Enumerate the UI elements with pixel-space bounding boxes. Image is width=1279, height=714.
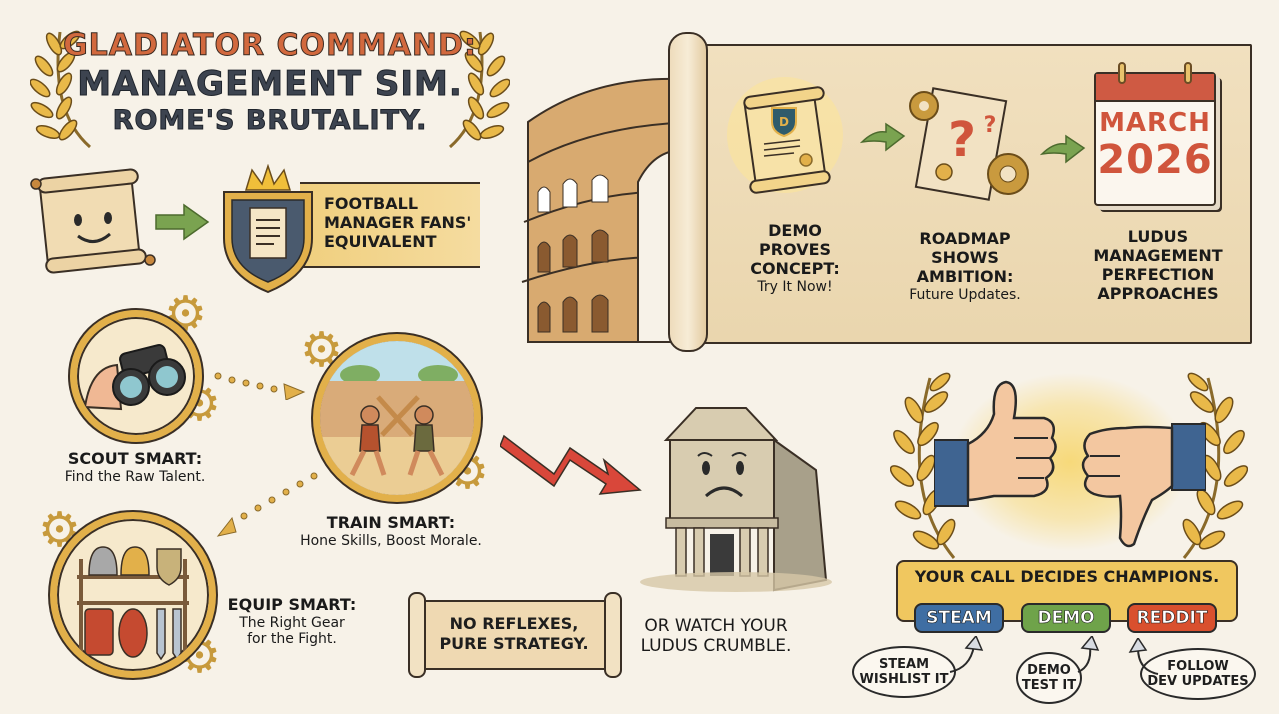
step-heading: LUDUS MANAGEMENT PERFECTION APPROACHES <box>1093 227 1223 303</box>
curved-arrow-icon <box>1074 634 1104 680</box>
calendar-month: MARCH <box>1099 108 1211 138</box>
banner-text-line-1: FOOTBALL <box>324 194 419 213</box>
note-line-1: DEMO <box>1027 663 1071 678</box>
strategy-line-1: NO REFLEXES, <box>449 614 579 633</box>
note-line-1: STEAM <box>878 657 930 672</box>
caption-heading: EQUIP SMART: <box>227 595 357 614</box>
laurel-right-icon <box>440 22 511 156</box>
crowned-shield-icon <box>218 163 318 300</box>
demo-note-bubble: DEMO TEST IT <box>1016 652 1082 704</box>
roadmap-step-ludus: LUDUS MANAGEMENT PERFECTION APPROACHES <box>1088 227 1228 304</box>
scroll-end-right <box>604 592 622 678</box>
dotted-arrow-icon <box>212 470 322 554</box>
title-line-3: ROME'S BRUTALITY. <box>112 105 428 137</box>
svg-text:?: ? <box>984 113 997 138</box>
svg-text:?: ? <box>948 112 976 168</box>
roadmap-step-demo: DEMO PROVES CONCEPT: Try It Now! <box>740 221 850 295</box>
note-line-1: FOLLOW <box>1167 659 1229 674</box>
caption-heading: TRAIN SMART: <box>326 513 456 532</box>
dotted-arrow-icon <box>212 370 312 404</box>
equip-smart-caption: EQUIP SMART: The Right Gear for the Figh… <box>226 595 358 648</box>
title-line-1: GLADIATOR COMMAND: <box>63 28 477 64</box>
demo-button[interactable]: DEMO <box>1021 603 1111 633</box>
caption-subtext: for the Fight. <box>247 631 337 648</box>
arrow-right-icon <box>1039 134 1086 170</box>
laurel-right-icon <box>1168 372 1249 566</box>
laurel-left-icon <box>29 22 100 156</box>
step-heading: ROADMAP SHOWS AMBITION: <box>916 229 1014 286</box>
caption-heading: SCOUT SMART: <box>67 449 203 468</box>
calendar-icon: MARCH 2026 <box>1094 62 1216 206</box>
binoculars-icon <box>83 344 186 411</box>
note-line-2: TEST IT <box>1021 678 1077 693</box>
calendar-year: 2026 <box>1097 137 1213 183</box>
banner-text-line-2: MANAGER FANS' <box>324 213 472 232</box>
scroll-roll <box>668 32 708 352</box>
question-scroll-gears-icon: ? ? <box>896 76 1036 215</box>
cta-title: YOUR CALL DECIDES CHAMPIONS. <box>914 567 1220 586</box>
scout-smart-caption: SCOUT SMART: Find the Raw Talent. <box>40 449 230 485</box>
crumble-warning: OR WATCH YOUR LUDUS CRUMBLE. <box>626 616 806 656</box>
warning-line-1: OR WATCH YOUR <box>644 616 788 636</box>
steam-note-bubble: STEAM WISHLIST IT <box>852 646 956 698</box>
caption-subtext: The Right Gear <box>239 614 345 631</box>
step-subtext: Try It Now! <box>757 278 833 295</box>
scroll-end-left <box>408 592 426 678</box>
warning-line-2: LUDUS CRUMBLE. <box>640 636 792 657</box>
svg-text:D: D <box>779 115 789 129</box>
step-heading: DEMO PROVES CONCEPT: <box>750 221 840 278</box>
thumbs-down-icon <box>1076 420 1207 564</box>
banner-text-line-3: EQUIVALENT <box>324 232 437 251</box>
caption-subtext: Hone Skills, Boost Morale. <box>300 532 482 549</box>
title-line-2: MANAGEMENT SIM. <box>77 64 463 105</box>
arrow-right-icon <box>154 203 210 245</box>
strategy-scroll: NO REFLEXES, PURE STRATEGY. <box>414 600 614 670</box>
caption-subtext: Find the Raw Talent. <box>64 468 206 485</box>
curved-arrow-icon <box>948 634 984 680</box>
note-line-2: WISHLIST IT <box>859 672 949 687</box>
red-zigzag-arrow-icon <box>499 428 650 502</box>
note-line-2: DEV UPDATES <box>1147 674 1249 689</box>
laurel-left-icon <box>889 372 970 566</box>
curved-arrow-icon <box>1128 636 1162 682</box>
reddit-button[interactable]: REDDIT <box>1127 603 1217 633</box>
crumbling-ludus-icon <box>636 400 836 604</box>
binoculars-medal <box>70 310 202 442</box>
reddit-note-bubble: FOLLOW DEV UPDATES <box>1140 648 1256 700</box>
smiling-scroll-icon <box>28 168 158 282</box>
page-title: GLADIATOR COMMAND: MANAGEMENT SIM. ROME'… <box>40 28 500 138</box>
arrow-right-icon <box>859 122 906 158</box>
sparring-gladiators-icon <box>320 341 474 495</box>
steam-button[interactable]: STEAM <box>914 603 1004 633</box>
armory-medal <box>50 512 216 678</box>
glowing-scroll-icon: D <box>720 70 850 204</box>
train-smart-caption: TRAIN SMART: Hone Skills, Boost Morale. <box>276 513 506 549</box>
training-medal <box>313 334 481 502</box>
step-subtext: Future Updates. <box>909 286 1021 303</box>
football-manager-banner: FOOTBALL MANAGER FANS' EQUIVALENT <box>300 182 480 268</box>
armor-rack-icon <box>77 546 189 661</box>
strategy-line-2: PURE STRATEGY. <box>439 634 589 653</box>
thumbs-up-icon <box>933 374 1064 518</box>
roadmap-step-roadmap: ROADMAP SHOWS AMBITION: Future Updates. <box>900 229 1030 303</box>
